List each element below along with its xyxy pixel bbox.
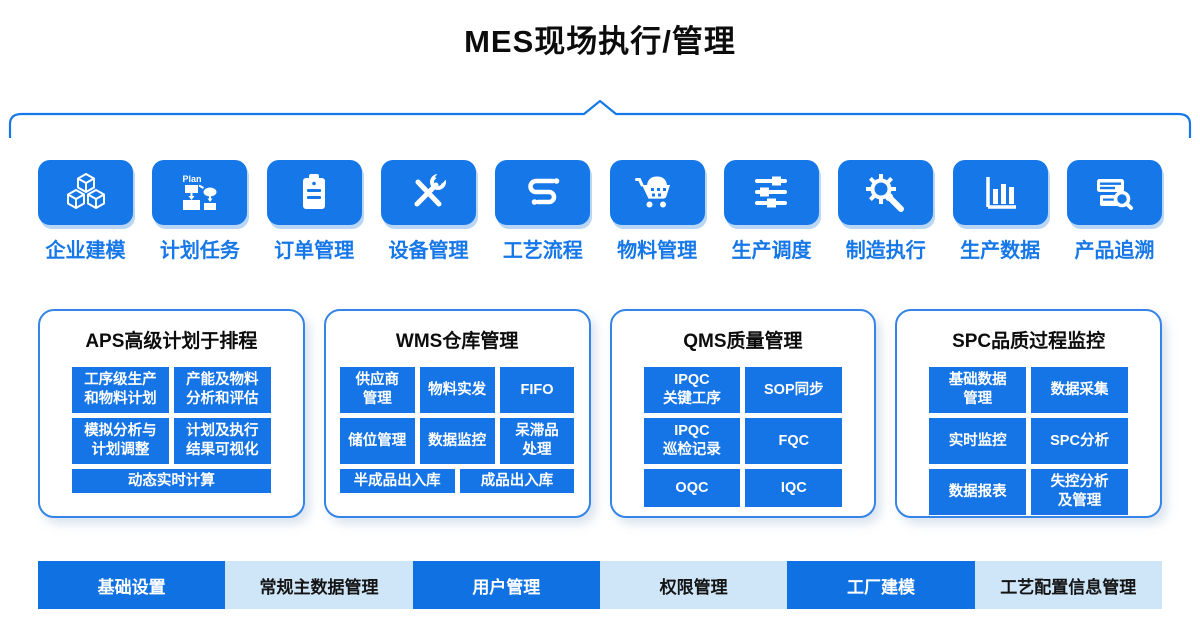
sliders-icon [755,176,788,207]
module-label: 生产数据 [960,240,1041,262]
panel-cell: IQC [745,469,843,507]
plan-flowchart-icon: Plan [182,174,217,210]
svg-text:Plan: Plan [182,174,201,184]
top-bracket-shape [8,100,1192,138]
module-production-data: 生产数据 [952,160,1048,263]
foundation-segment-basic-settings: 基础设置 [38,561,226,609]
panel-title: APS高级计划于排程 [85,331,258,352]
panel-cell: FQC [745,418,843,464]
module-label: 产品追溯 [1074,240,1155,262]
panel-cell: SPC分析 [1031,418,1128,464]
panel-cell: SOP同步 [745,367,843,413]
panel-cell: 供应商 管理 [339,367,415,413]
panel-cell: 数据采集 [1031,367,1128,413]
module-enterprise-modeling: 企业建模 [38,160,133,263]
panel-cell: IPQC 关键工序 [643,367,741,413]
flow-route-icon [528,177,560,205]
panel-cell: IPQC 巡检记录 [643,418,741,464]
panel-cell: 模拟分析与 计划调整 [72,418,169,464]
foundation-segment-master-data: 常规主数据管理 [225,561,413,609]
panel-cell: 动态实时计算 [72,469,271,493]
tools-icon [414,172,448,206]
foundation-segment-user-management: 用户管理 [412,561,600,609]
module-label: 生产调度 [731,240,812,262]
panel-cell: 成品出入库 [459,469,575,493]
foundation-segment-factory-modeling: 工厂建模 [787,561,975,609]
module-product-traceability: 产品追溯 [1066,160,1162,263]
page-title: MES现场执行/管理 [464,24,736,59]
panel-cell: 实时监控 [929,418,1027,464]
module-label: 工艺流程 [502,240,583,262]
bar-chart-icon [986,176,1017,209]
module-production-scheduling: 生产调度 [723,160,819,263]
module-process-flow: 工艺流程 [495,160,591,263]
panel-title: QMS质量管理 [683,331,803,352]
trace-search-icon [1097,178,1134,210]
panel-cell: 储位管理 [339,418,415,464]
clipboard-icon [303,173,326,209]
panel-cell: 计划及执行 结果可视化 [173,418,271,464]
module-label: 制造执行 [845,240,926,262]
module-icon-row: 企业建模 Plan 计划任务 [38,160,1162,263]
module-label: 计划任务 [159,240,240,262]
panel-spc: SPC品质过程监控 基础数据 管理 数据采集 实时监控 SPC分析 数据报表 失… [895,309,1162,518]
module-order-management: 订单管理 [266,160,362,263]
module-label: 订单管理 [274,240,355,262]
panel-cell: FIFO [499,367,575,413]
foundation-segment-permission-management: 权限管理 [599,561,788,609]
cubes-icon [66,172,105,209]
foundation-bar: 基础设置 常规主数据管理 用户管理 权限管理 工厂建模 工艺配置信息管理 [38,561,1162,609]
gear-wrench-icon [865,173,904,212]
module-label: 设备管理 [388,240,469,262]
module-equipment-management: 设备管理 [380,160,476,263]
panel-cell: 物料实发 [419,367,495,413]
module-label: 企业建模 [45,240,126,262]
module-label: 物料管理 [617,240,698,262]
panel-aps: APS高级计划于排程 工序级生产 和物料计划 产能及物料 分析和评估 模拟分析与… [38,309,305,518]
cart-icon [635,176,671,207]
panel-cell: 失控分析 及管理 [1031,469,1128,515]
panel-title: WMS仓库管理 [395,331,519,352]
panel-title: SPC品质过程监控 [952,331,1106,352]
module-manufacturing-execution: 制造执行 [838,160,934,263]
panel-cell: 基础数据 管理 [929,367,1027,413]
panel-cell: OQC [643,469,741,507]
module-material-management: 物料管理 [609,160,705,263]
module-plan-tasks: Plan 计划任务 [152,160,248,263]
panel-cell: 工序级生产 和物料计划 [72,367,169,413]
panel-cell: 数据报表 [929,469,1027,515]
panel-cell: 半成品出入库 [339,469,455,493]
sub-system-panels: APS高级计划于排程 工序级生产 和物料计划 产能及物料 分析和评估 模拟分析与… [38,309,1162,518]
foundation-segment-process-config: 工艺配置信息管理 [974,561,1162,609]
panel-cell: 呆滞品 处理 [499,418,575,464]
panel-cell: 数据监控 [419,418,495,464]
panel-wms: WMS仓库管理 供应商 管理 物料实发 FIFO 储位管理 数据监控 呆滞品 处… [323,309,591,518]
panel-qms: QMS质量管理 IPQC 关键工序 SOP同步 IPQC 巡检记录 FQC OQ… [609,309,877,518]
panel-cell: 产能及物料 分析和评估 [173,367,271,413]
